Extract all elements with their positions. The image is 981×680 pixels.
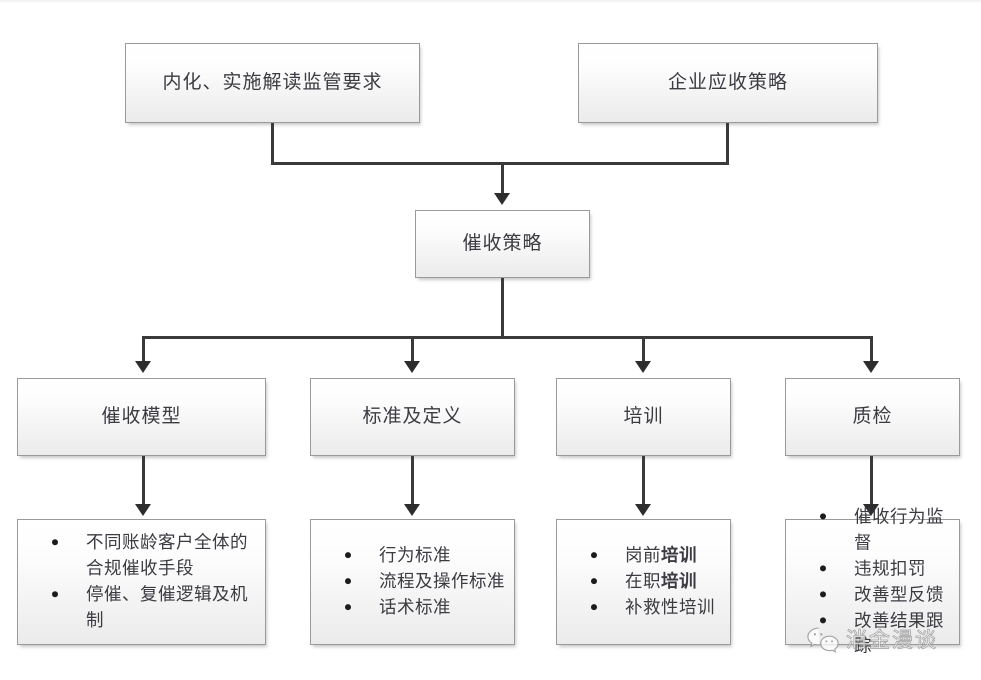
arrowhead-to-branch-4 [863, 361, 879, 373]
connector-top-merge-bar [271, 162, 729, 165]
list-item: 话术标准 [345, 595, 506, 621]
connector-fanout-bar [142, 336, 872, 339]
arrowhead-to-branch-3 [635, 361, 651, 373]
node-branch-3[interactable]: 培训 [556, 378, 731, 456]
node-center[interactable]: 催收策略 [415, 210, 590, 278]
detail-list-1: 不同账龄客户全体的合规催收手段停催、复催逻辑及机制 [18, 530, 265, 634]
node-top-left-label: 内化、实施解读监管要求 [162, 72, 383, 94]
arrowhead-to-center [494, 193, 510, 205]
bullet-icon [345, 578, 351, 585]
bullet-icon [820, 616, 826, 623]
node-center-label: 催收策略 [462, 233, 543, 255]
list-item: 改善型反馈 [820, 582, 951, 608]
list-item: 补救性培训 [591, 595, 722, 621]
connector-branch1-detail1 [142, 456, 145, 506]
arrowhead-to-detail-1 [135, 504, 151, 516]
list-item: 改善结果跟踪 [820, 608, 951, 660]
connector-fan-3 [642, 336, 645, 363]
node-top-right[interactable]: 企业应收策略 [578, 43, 878, 123]
node-branch-1-label: 催收模型 [101, 406, 182, 428]
list-item: 岗前培训 [591, 543, 722, 569]
connector-branch2-detail2 [411, 456, 414, 506]
node-branch-3-label: 培训 [623, 406, 664, 428]
detail-list-3: 岗前培训在职培训补救性培训 [557, 543, 730, 621]
connector-fan-4 [870, 336, 873, 363]
bullet-icon [345, 604, 351, 611]
bullet-icon [820, 565, 826, 572]
connector-topright-down [726, 123, 729, 165]
list-item: 在职培训 [591, 569, 722, 595]
node-branch-2-label: 标准及定义 [362, 406, 463, 428]
detail-list-2: 行为标准流程及操作标准话术标准 [311, 543, 514, 621]
connector-fan-2 [411, 336, 414, 363]
bullet-icon [345, 552, 351, 559]
arrowhead-to-detail-3 [635, 504, 651, 516]
list-item: 流程及操作标准 [345, 569, 506, 595]
arrowhead-to-detail-4 [863, 504, 879, 516]
bullet-icon [820, 591, 826, 598]
connector-center-down [501, 278, 504, 339]
bullet-icon [591, 578, 597, 585]
list-item: 行为标准 [345, 543, 506, 569]
node-top-right-label: 企业应收策略 [667, 72, 788, 94]
list-item: 催收行为监督 [820, 504, 951, 556]
node-top-left[interactable]: 内化、实施解读监管要求 [125, 43, 420, 123]
connector-fan-1 [142, 336, 145, 363]
arrowhead-to-detail-2 [404, 504, 420, 516]
connector-branch3-detail3 [642, 456, 645, 506]
connector-center-stem [501, 162, 504, 195]
detail-box-2[interactable]: 行为标准流程及操作标准话术标准 [310, 519, 515, 645]
node-branch-2[interactable]: 标准及定义 [310, 378, 515, 456]
arrowhead-to-branch-1 [135, 361, 151, 373]
node-branch-1[interactable]: 催收模型 [17, 378, 266, 456]
node-branch-4-label: 质检 [852, 406, 893, 428]
detail-box-4[interactable]: 催收行为监督违规扣罚改善型反馈改善结果跟踪 [785, 506, 960, 656]
list-item: 停催、复催逻辑及机制 [52, 582, 257, 634]
top-divider-rule [0, 0, 981, 3]
arrowhead-to-branch-2 [404, 361, 420, 373]
connector-topleft-down [271, 123, 274, 165]
list-item: 不同账龄客户全体的合规催收手段 [52, 530, 257, 582]
bullet-icon [52, 591, 58, 598]
detail-list-4: 催收行为监督违规扣罚改善型反馈改善结果跟踪 [786, 504, 959, 659]
bullet-icon [820, 513, 826, 520]
detail-box-1[interactable]: 不同账龄客户全体的合规催收手段停催、复催逻辑及机制 [17, 519, 266, 645]
connector-branch4-detail4 [870, 456, 873, 506]
bullet-icon [591, 552, 597, 559]
list-item: 违规扣罚 [820, 556, 951, 582]
node-branch-4[interactable]: 质检 [785, 378, 960, 456]
bullet-icon [591, 604, 597, 611]
detail-box-3[interactable]: 岗前培训在职培训补救性培训 [556, 519, 731, 645]
bullet-icon [52, 539, 58, 546]
